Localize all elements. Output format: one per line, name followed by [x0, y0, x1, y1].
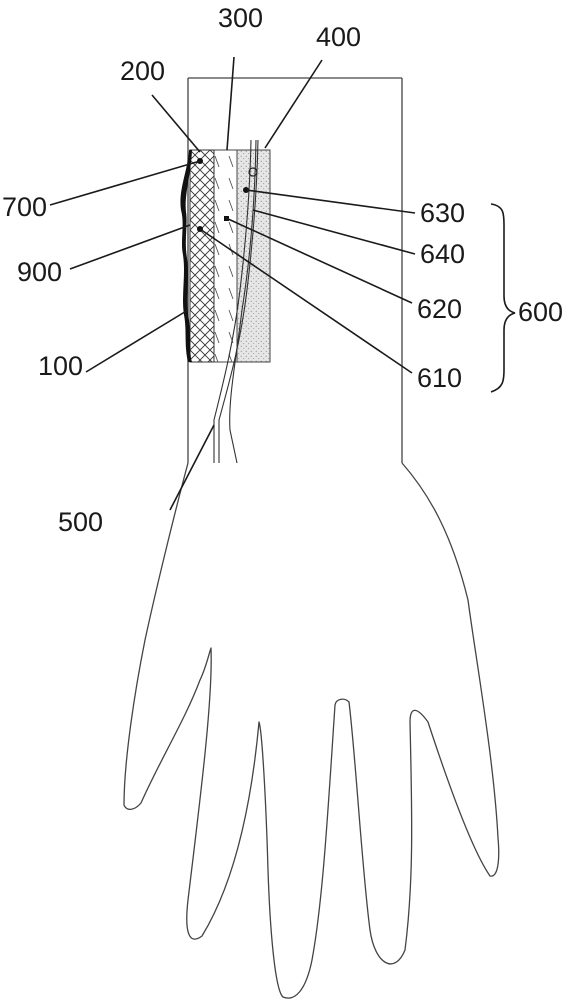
layer-200-pattern [190, 150, 214, 362]
layer-300-pattern [214, 150, 237, 362]
label-200: 200 [120, 56, 165, 86]
label-610: 610 [417, 363, 462, 393]
label-630: 630 [420, 198, 465, 228]
label-500: 500 [58, 507, 103, 537]
label-300: 300 [218, 3, 263, 33]
electrode-wire-500 [213, 139, 259, 464]
label-640: 640 [420, 239, 465, 269]
label-400: 400 [316, 22, 361, 52]
label-700: 700 [2, 192, 47, 222]
label-100: 100 [38, 351, 83, 381]
forearm-outline [187, 77, 403, 463]
label-600: 600 [518, 297, 563, 327]
hand-outline [123, 462, 500, 999]
label-620: 620 [417, 294, 462, 324]
label-900: 900 [17, 257, 62, 287]
layer-100 [180, 150, 192, 362]
layer-400 [236, 149, 271, 363]
leader-lines [49, 56, 416, 511]
brace-600 [490, 203, 516, 393]
